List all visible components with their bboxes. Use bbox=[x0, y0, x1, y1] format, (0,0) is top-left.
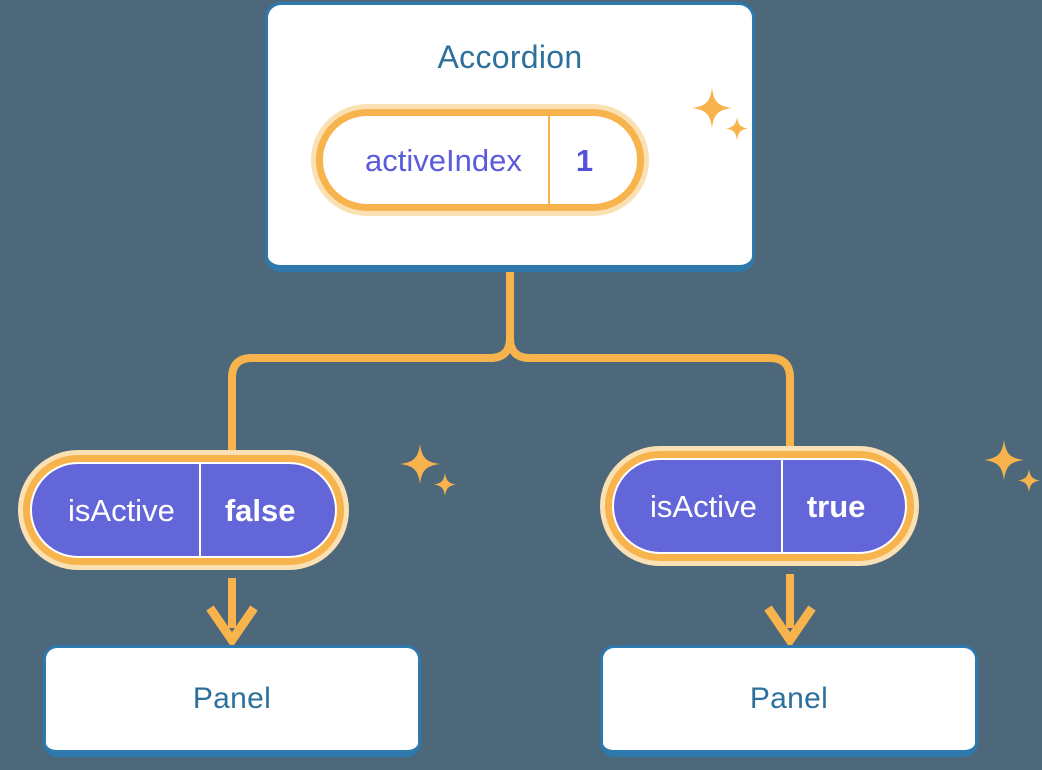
state-badge-ring: activeIndex 1 bbox=[316, 109, 645, 211]
connector-left-branch bbox=[228, 268, 514, 456]
state-badge-is-active-true[interactable]: isActive true bbox=[600, 446, 920, 566]
panel-title: Panel bbox=[749, 682, 829, 715]
state-key-label: activeIndex bbox=[365, 142, 522, 178]
sparkle-cluster-right bbox=[982, 436, 1042, 505]
state-badge-body: isActive true bbox=[612, 458, 908, 554]
state-badge-active-index[interactable]: activeIndex 1 bbox=[311, 104, 650, 216]
state-badge-is-active-false[interactable]: isActive false bbox=[18, 450, 350, 570]
state-badge-halo: isActive true bbox=[600, 446, 920, 566]
page-title: Accordion bbox=[437, 39, 583, 75]
state-badge-ring: isActive false bbox=[23, 455, 345, 565]
panel-card-right[interactable]: Panel bbox=[600, 645, 978, 757]
arrow-right-head bbox=[764, 605, 816, 648]
sparkle-icon bbox=[984, 440, 1040, 492]
state-badge-halo: isActive false bbox=[18, 450, 350, 570]
connector-right-branch bbox=[506, 268, 794, 452]
panel-title: Panel bbox=[192, 682, 272, 715]
panel-card-left[interactable]: Panel bbox=[43, 645, 421, 757]
state-key-label: isActive bbox=[650, 488, 757, 524]
sparkle-cluster-left bbox=[398, 440, 462, 509]
state-value-label: true bbox=[780, 460, 906, 552]
state-badge-body: activeIndex 1 bbox=[323, 116, 638, 204]
state-badge-ring: isActive true bbox=[605, 451, 915, 561]
state-value-label: 1 bbox=[547, 116, 637, 204]
state-key-label: isActive bbox=[68, 492, 175, 528]
sparkle-icon bbox=[400, 444, 456, 496]
state-value-label: false bbox=[198, 464, 336, 556]
arrow-left-head bbox=[206, 605, 258, 648]
state-badge-halo: activeIndex 1 bbox=[311, 104, 650, 216]
state-badge-body: isActive false bbox=[30, 462, 338, 558]
